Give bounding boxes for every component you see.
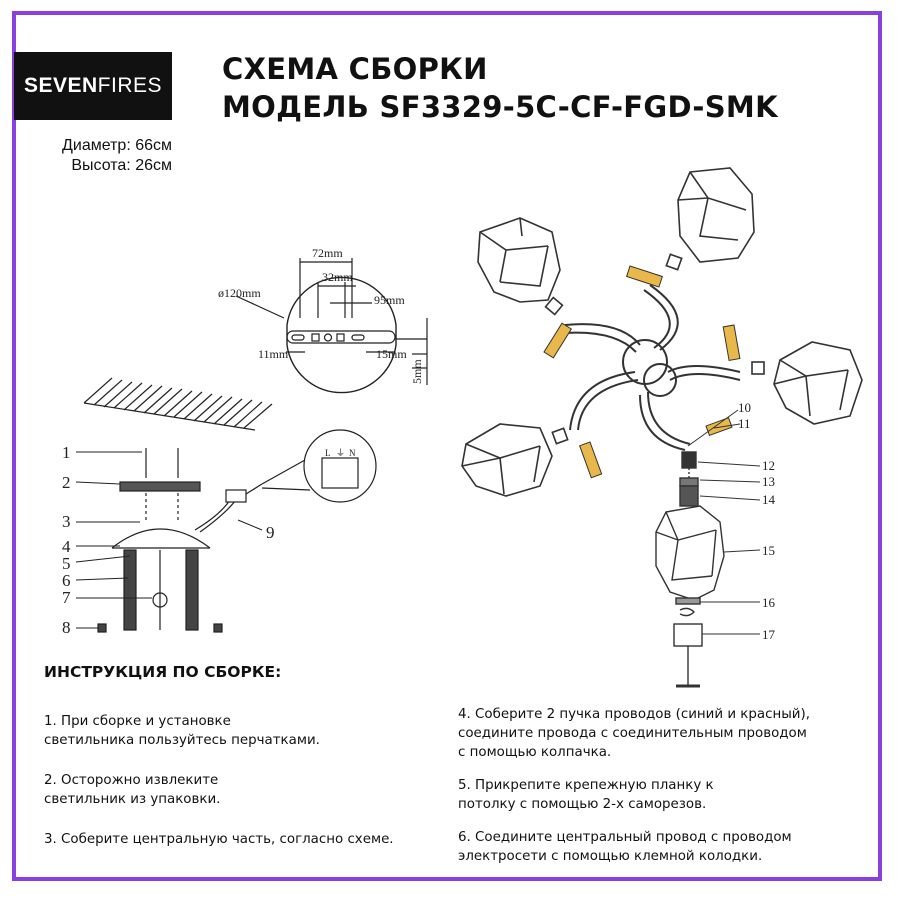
- terminal-labels: L ⏚ N: [325, 448, 356, 458]
- page-frame: [12, 11, 882, 881]
- dim-11: 11mm: [258, 347, 289, 361]
- dim-32: 32mm: [322, 270, 353, 284]
- callout-3: 3: [62, 512, 71, 531]
- shade-top-left: [477, 217, 564, 316]
- step-3: 3. Соберите центральную часть, согласно …: [44, 830, 444, 849]
- terminal-l: L: [325, 448, 331, 458]
- callout-1: 1: [62, 443, 71, 462]
- ceiling-hatch: [83, 377, 273, 431]
- step-2: 2. Осторожно извлеките светильник из упа…: [44, 771, 424, 809]
- step-2-text: 2. Осторожно извлеките светильник из упа…: [44, 773, 221, 807]
- height-spec: Высота: 26см: [71, 157, 172, 174]
- callout-6: 6: [62, 571, 71, 590]
- callout-10: 10: [738, 400, 751, 415]
- callout-13: 13: [762, 474, 775, 489]
- bracket-detail: [235, 258, 428, 394]
- instructions-heading: ИНСТРУКЦИЯ ПО СБОРКЕ:: [44, 663, 282, 681]
- dim-15: 15mm: [376, 347, 407, 361]
- step-1: 1. При сборке и установке светильника по…: [44, 712, 424, 750]
- title-line-2: МОДЕЛЬ SF3329-5C-CF-FGD-SMK: [222, 90, 778, 124]
- bracket-dimension-labels: 72mm 32mm 95mm ø120mm 11mm 15mm 5mm: [218, 246, 424, 384]
- logo-bold-text: SEVEN: [23, 74, 98, 97]
- diameter-spec: Диаметр: 66см: [62, 137, 172, 154]
- terminal-n: N: [349, 448, 356, 458]
- shade-left: [461, 423, 569, 497]
- dim-5: 5mm: [410, 359, 424, 384]
- page-title: СХЕМА СБОРКИ МОДЕЛЬ SF3329-5C-CF-FGD-SMK: [222, 50, 778, 126]
- step-5-text: 5. Прикрепите крепежную планку к потолку…: [458, 778, 714, 812]
- specs-block: Диаметр: 66см Высота: 26см: [14, 136, 172, 176]
- callout-2: 2: [62, 473, 71, 492]
- right-callout-lines: [687, 409, 761, 635]
- logo-light-text: FIRES: [97, 74, 163, 97]
- callout-7: 7: [62, 588, 71, 607]
- step-4-text: 4. Соберите 2 пучка проводов (синий и кр…: [458, 707, 810, 760]
- left-callout-lines: [75, 451, 263, 629]
- right-callouts: 10 11 12 13 14 15 16 17: [738, 400, 776, 642]
- step-5: 5. Прикрепите крепежную планку к потолку…: [458, 776, 878, 814]
- callout-11: 11: [738, 416, 751, 431]
- step-6: 6. Соедините центральный провод с провод…: [458, 828, 878, 866]
- step-4: 4. Соберите 2 пучка проводов (синий и кр…: [458, 705, 878, 762]
- callout-15: 15: [762, 543, 775, 558]
- callout-5: 5: [62, 554, 71, 573]
- dim-120: ø120mm: [218, 286, 261, 300]
- left-callouts: 1 2 3 4 5 6 7 8 9: [62, 443, 275, 637]
- gold-sleeves: [543, 265, 741, 479]
- fixture-arms: [564, 284, 741, 451]
- callout-8: 8: [62, 618, 71, 637]
- glass-shades: [461, 167, 863, 497]
- lamp-explosion: [655, 451, 725, 688]
- shade-top-right: [665, 167, 755, 271]
- mounting-parts: [97, 429, 377, 633]
- step-6-text: 6. Соедините центральный провод с провод…: [458, 830, 792, 864]
- callout-9: 9: [266, 523, 275, 542]
- terminal-ground: ⏚: [336, 448, 345, 458]
- callout-4: 4: [62, 537, 71, 556]
- dim-95: 95mm: [374, 293, 405, 307]
- callout-12: 12: [762, 458, 775, 473]
- title-line-1: СХЕМА СБОРКИ: [222, 52, 488, 86]
- callout-17: 17: [762, 627, 776, 642]
- step-3-text: 3. Соберите центральную часть, согласно …: [44, 832, 394, 847]
- step-1-text: 1. При сборке и установке светильника по…: [44, 714, 320, 748]
- callout-14: 14: [762, 492, 776, 507]
- dim-72: 72mm: [312, 246, 343, 260]
- shade-right: [751, 341, 863, 425]
- callout-16: 16: [762, 595, 776, 610]
